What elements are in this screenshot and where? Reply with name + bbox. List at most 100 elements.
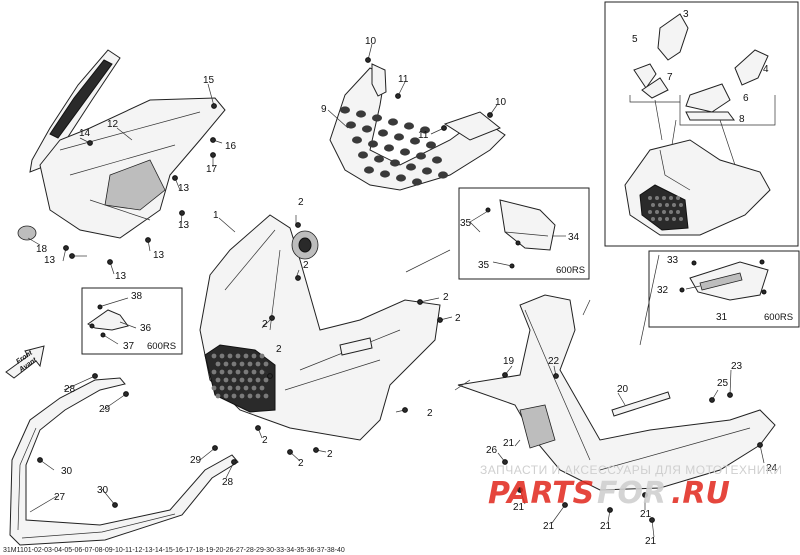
grille-cell	[247, 393, 253, 399]
callout-26: 26	[486, 445, 498, 456]
grille-cell	[235, 385, 241, 391]
vent-hole	[352, 136, 362, 144]
callout-25: 25	[717, 378, 729, 389]
grille-cell	[247, 361, 253, 367]
grille-cell	[215, 361, 221, 367]
callout-28: 28	[222, 477, 234, 488]
screw	[517, 487, 523, 493]
grille-cell	[239, 393, 245, 399]
screw	[267, 373, 273, 379]
vent-hole	[412, 178, 422, 186]
callout-21: 21	[543, 521, 555, 532]
vent-hole	[426, 141, 436, 149]
vent-hole	[404, 122, 414, 130]
screw	[649, 517, 655, 523]
grille-cell	[211, 369, 217, 375]
callout-19: 19	[503, 356, 515, 367]
grille-cell	[662, 210, 666, 214]
callout-31: 31	[716, 312, 728, 323]
callout-7: 7	[667, 72, 673, 83]
callout-35: 35	[478, 260, 490, 271]
callout-21: 21	[600, 521, 612, 532]
grille-cell	[235, 353, 241, 359]
screw	[87, 140, 93, 146]
box-label-600rs-right: 600RS	[764, 312, 793, 323]
grille-cell	[665, 203, 669, 207]
detail-box-600rs-left: 600RS	[81, 287, 183, 355]
detail-box-inset	[604, 1, 799, 247]
bumper	[9, 377, 239, 546]
callout-2: 2	[443, 292, 449, 303]
grille-cell	[263, 361, 269, 367]
callout-16: 16	[225, 141, 237, 152]
detail-box-600rs-center: 600RS	[458, 187, 590, 280]
grille-cell	[259, 385, 265, 391]
screw	[92, 373, 98, 379]
vent-hole	[420, 126, 430, 134]
grille-cell	[672, 217, 676, 221]
screw	[179, 210, 185, 216]
fastener-dots	[37, 57, 763, 523]
grille-cell	[658, 217, 662, 221]
callout-21: 21	[503, 438, 515, 449]
callout-37: 37	[123, 341, 135, 352]
grille-cell	[263, 393, 269, 399]
callout-33: 33	[667, 255, 679, 266]
screw	[437, 317, 443, 323]
screw	[562, 502, 568, 508]
grille-cell	[219, 353, 225, 359]
grille-cell	[231, 393, 237, 399]
screw	[145, 237, 151, 243]
grille-cell	[227, 353, 233, 359]
box-label-600rs-center: 600RS	[556, 265, 585, 276]
watermark-caption: ЗАПЧАСТИ И АКСЕССУАРЫ ДЛЯ МОТОТЕХНИКИ	[480, 463, 782, 477]
grille-cell	[251, 353, 257, 359]
grille-cell	[662, 196, 666, 200]
watermark-logo-for: FOR	[597, 476, 666, 511]
grille-cell	[665, 217, 669, 221]
vent-hole	[364, 166, 374, 174]
screw	[210, 137, 216, 143]
grille-cell	[239, 361, 245, 367]
callout-18: 18	[36, 244, 48, 255]
callout-30: 30	[97, 485, 109, 496]
vent-hole	[416, 152, 426, 160]
screw	[172, 175, 178, 181]
callout-30: 30	[61, 466, 73, 477]
grille-cell	[679, 217, 683, 221]
screw	[487, 112, 493, 118]
grille-cell	[243, 353, 249, 359]
callout-8: 8	[739, 114, 745, 125]
callout-22: 22	[548, 356, 560, 367]
callout-12: 12	[107, 119, 119, 130]
left-side-panel-assembly	[17, 49, 226, 241]
perforated-belly-pan	[329, 63, 506, 191]
vent-hole	[388, 118, 398, 126]
callout-5: 5	[632, 34, 638, 45]
vent-hole	[396, 174, 406, 182]
callout-34: 34	[568, 232, 580, 243]
grille-cell	[676, 196, 680, 200]
vent-hole	[362, 125, 372, 133]
grille-cell	[211, 353, 217, 359]
screw	[402, 407, 408, 413]
callout-35: 35	[460, 218, 472, 229]
screw	[441, 125, 447, 131]
callout-9: 9	[321, 104, 327, 115]
callout-23: 23	[731, 361, 743, 372]
screw	[212, 445, 218, 451]
grille-cell	[247, 377, 253, 383]
grille-cell	[227, 385, 233, 391]
callout-2: 2	[298, 458, 304, 469]
screw	[727, 392, 733, 398]
callout-2: 2	[455, 313, 461, 324]
callout-2: 2	[262, 435, 268, 446]
front-fascia	[199, 214, 441, 441]
screw	[607, 507, 613, 513]
callout-13: 13	[153, 250, 165, 261]
callout-2: 2	[298, 197, 304, 208]
screw	[642, 492, 648, 498]
screw	[502, 459, 508, 465]
callout-1: 1	[213, 210, 219, 221]
callout-20: 20	[617, 384, 629, 395]
